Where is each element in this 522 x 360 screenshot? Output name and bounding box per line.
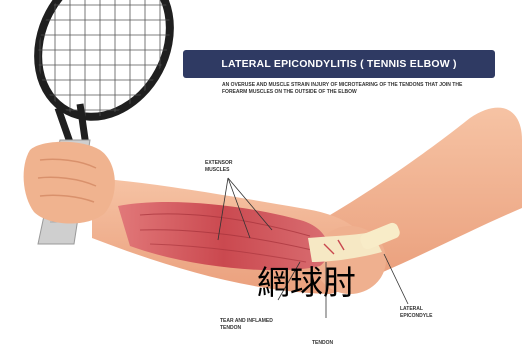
chinese-caption: 網球肘: [257, 256, 356, 304]
label-tendon: TENDON: [312, 340, 352, 347]
label-tear-inflamed-tendon: TEAR AND INFLAMED TENDON: [220, 318, 290, 331]
label-extensor-muscles: EXTENSOR MUSCLES: [205, 160, 249, 173]
hand: [24, 142, 115, 224]
diagram-title: LATERAL EPICONDYLITIS ( TENNIS ELBOW ): [183, 50, 495, 78]
diagram-subtitle: AN OVERUSE AND MUSCLE STRAIN INJURY OF M…: [222, 82, 478, 96]
label-lateral-epicondyle: LATERAL EPICONDYLE: [400, 306, 450, 319]
